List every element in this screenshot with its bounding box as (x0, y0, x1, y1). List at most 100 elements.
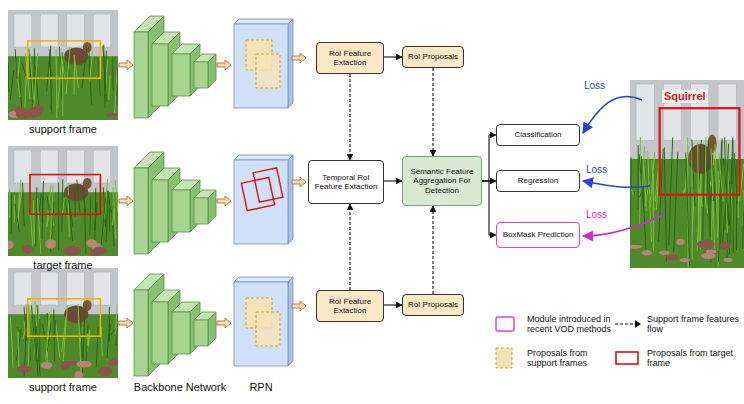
head-box: BoxMask Prediction (496, 222, 580, 248)
swatch-arrowhead (635, 320, 641, 328)
cuboid-front (172, 190, 190, 232)
grass-blade (700, 173, 702, 249)
grass-blade (711, 149, 715, 249)
grass-blade (650, 152, 654, 207)
building-window (40, 272, 58, 305)
roi-feature-box: RoI Feature Extaction (316, 42, 384, 74)
grass-blade (692, 140, 695, 207)
feature-map-top (234, 19, 293, 24)
connector (432, 206, 433, 294)
grass-blade (68, 195, 72, 241)
grass-blade (33, 200, 34, 244)
photo-background (8, 10, 118, 120)
grass-blade (639, 137, 641, 224)
grass-blade (36, 187, 37, 246)
grass-blade (724, 158, 729, 225)
building-window (718, 84, 736, 140)
feature-map-side (288, 155, 293, 244)
feature-map-side (288, 277, 293, 366)
frame-label: support frame (8, 381, 118, 394)
grass-blade (674, 152, 678, 253)
cuboid-front (152, 44, 168, 106)
leaf (701, 253, 716, 259)
photo (8, 268, 118, 378)
grass-blade (743, 188, 744, 249)
connector (432, 68, 433, 156)
flow-arrow (217, 60, 231, 70)
support-proposal-box (28, 299, 101, 336)
loss-label: Loss (584, 80, 614, 92)
flow-arrow (217, 318, 231, 328)
loss-arrow (583, 181, 650, 187)
legend-item: Proposals from support frames (494, 346, 612, 370)
feature-map-side (288, 19, 293, 108)
roi-feature-box: RoI Feature Extaction (316, 290, 384, 322)
legend-swatch (494, 346, 522, 370)
grass-blade (109, 208, 111, 232)
frame-label: target frame (8, 259, 118, 272)
grass-blade (669, 138, 673, 246)
grass-blade (42, 181, 43, 239)
leaf (16, 109, 30, 119)
grass-blade (101, 198, 105, 245)
cuboid-front (134, 290, 148, 376)
node-text: Temporal RoI Feature Extaction (313, 173, 379, 191)
feature-map-front (234, 160, 288, 244)
loss-arrow (583, 96, 642, 133)
squirrel-head (83, 42, 92, 53)
rpn-feature-map (234, 19, 293, 108)
node-text: RoI Feature Extaction (321, 49, 379, 67)
grass-blade (732, 140, 733, 253)
feature-map-front (234, 282, 288, 366)
grass-blade (11, 317, 14, 367)
grass-blade (117, 48, 118, 105)
temporal-roi-box: Temporal RoI Feature Extaction (308, 160, 384, 204)
leaf (697, 240, 715, 249)
cuboid-front (134, 168, 148, 254)
legend-swatch (614, 346, 642, 370)
grass-blade (58, 183, 59, 251)
feature-map-top (234, 155, 293, 160)
grass-blade (50, 49, 52, 113)
leaf (108, 359, 118, 366)
leaf (90, 250, 99, 256)
grass-blade (29, 49, 34, 113)
grass-blade (74, 187, 75, 217)
photo (8, 10, 118, 120)
grass-blade (62, 65, 63, 116)
grass-blade (39, 194, 41, 212)
legend-item: Support frame features flow (614, 312, 740, 336)
flow-arrow (292, 301, 306, 311)
grass-blade (110, 328, 115, 335)
leaf (680, 258, 690, 262)
grass-blade (664, 147, 666, 261)
frame-label: support frame (8, 123, 118, 136)
grass-blade (39, 319, 40, 361)
support-proposal-box (28, 41, 101, 78)
grass-blade (17, 327, 22, 335)
cuboid-front (152, 180, 168, 242)
photo-background (630, 80, 744, 268)
roi-proposals-box: RoI Proposals (402, 46, 464, 68)
grass-blade (109, 324, 111, 339)
leaf (17, 365, 32, 372)
building-window (14, 150, 32, 183)
grass-blade (8, 62, 9, 92)
head-box: Classification (496, 124, 580, 146)
grass-blade (698, 143, 700, 243)
grass-blade (82, 49, 87, 89)
grass-blade (715, 144, 717, 237)
photo-background (8, 268, 118, 378)
grass-blade (9, 190, 10, 218)
building-window (93, 150, 111, 183)
support-proposal (256, 312, 280, 346)
target-proposal (253, 168, 283, 202)
building-window (40, 150, 58, 183)
node-text: RoI Proposals (408, 52, 458, 61)
leaf (63, 246, 81, 255)
photo (8, 146, 118, 256)
cuboid-side (208, 190, 216, 224)
grass-blade (17, 332, 19, 369)
grass-blade (22, 64, 26, 76)
